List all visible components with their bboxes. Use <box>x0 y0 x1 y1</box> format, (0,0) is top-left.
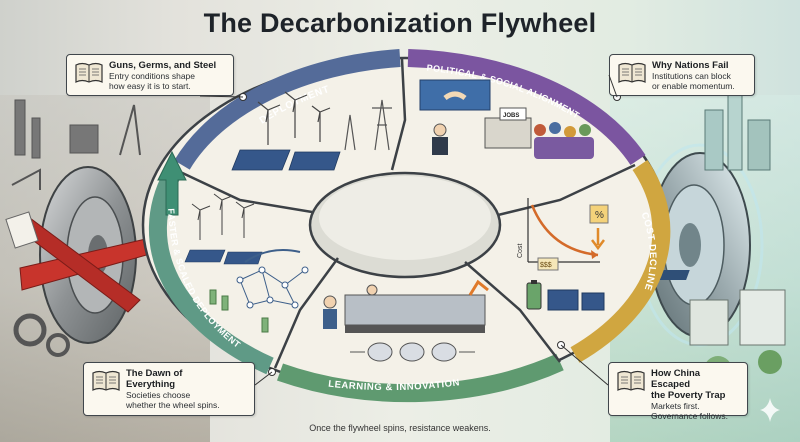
callout-title: The Dawn of <box>126 368 183 379</box>
callout-text: Societies choose <box>126 390 191 400</box>
deployment-illustration <box>231 91 392 171</box>
cost-chart: Cost $$$ % <box>517 198 609 311</box>
stalled-flywheel <box>5 166 151 357</box>
dollar-tag: $$$ <box>540 262 552 269</box>
caption: Once the flywheel spins, resistance weak… <box>309 423 491 433</box>
learning-illustration <box>323 279 489 362</box>
callout-text: Markets first. <box>651 401 700 411</box>
industrial-skyline <box>11 99 141 190</box>
political-illustration: JOBS <box>419 79 594 159</box>
cycle-arrow <box>157 150 187 216</box>
callout-text: how easy it is to start. <box>109 81 191 91</box>
crowd <box>534 122 594 159</box>
cost-axis-label: Cost <box>517 244 524 258</box>
callout-title: the Poverty Trap <box>651 390 726 401</box>
book-icon <box>75 62 103 83</box>
percent-tag: % <box>595 210 604 221</box>
book-icon <box>617 370 645 391</box>
callout-text: or enable momentum. <box>652 81 735 91</box>
callout-china-poverty-trap: How China Escaped the Poverty Trap Marke… <box>608 362 748 421</box>
callout-title: Guns, Germs, and Steel <box>109 60 217 71</box>
callout-title: Everything <box>126 379 176 390</box>
solar-panel-icon <box>231 149 341 171</box>
callout-text: Institutions can block <box>652 71 731 81</box>
page-title: The Decarbonization Flywheel <box>203 8 597 38</box>
callout-title: How China Escaped <box>651 368 701 390</box>
callout-title: Why Nations Fail <box>652 60 729 71</box>
scaled-illustration <box>184 193 309 333</box>
book-icon <box>92 370 120 391</box>
sparkle-icon <box>760 398 780 422</box>
callout-guns-germs-steel: Guns, Germs, and Steel Entry conditions … <box>66 54 234 96</box>
callout-why-nations-fail: Why Nations Fail Institutions can block … <box>609 54 755 96</box>
jobs-sign: JOBS <box>503 113 519 119</box>
pylon-icon <box>344 99 392 151</box>
callout-text: whether the wheel spins. <box>126 400 220 410</box>
network-graph <box>236 266 309 309</box>
book-icon <box>618 62 646 83</box>
callout-text: Governance follows. <box>651 411 729 421</box>
callout-dawn-of-everything: The Dawn of Everything Societies choose … <box>83 362 255 416</box>
brain-icon <box>367 342 457 362</box>
wind-turbine-icon <box>257 91 331 145</box>
battery-icon <box>526 280 542 310</box>
callout-text: Entry conditions shape <box>109 71 195 81</box>
